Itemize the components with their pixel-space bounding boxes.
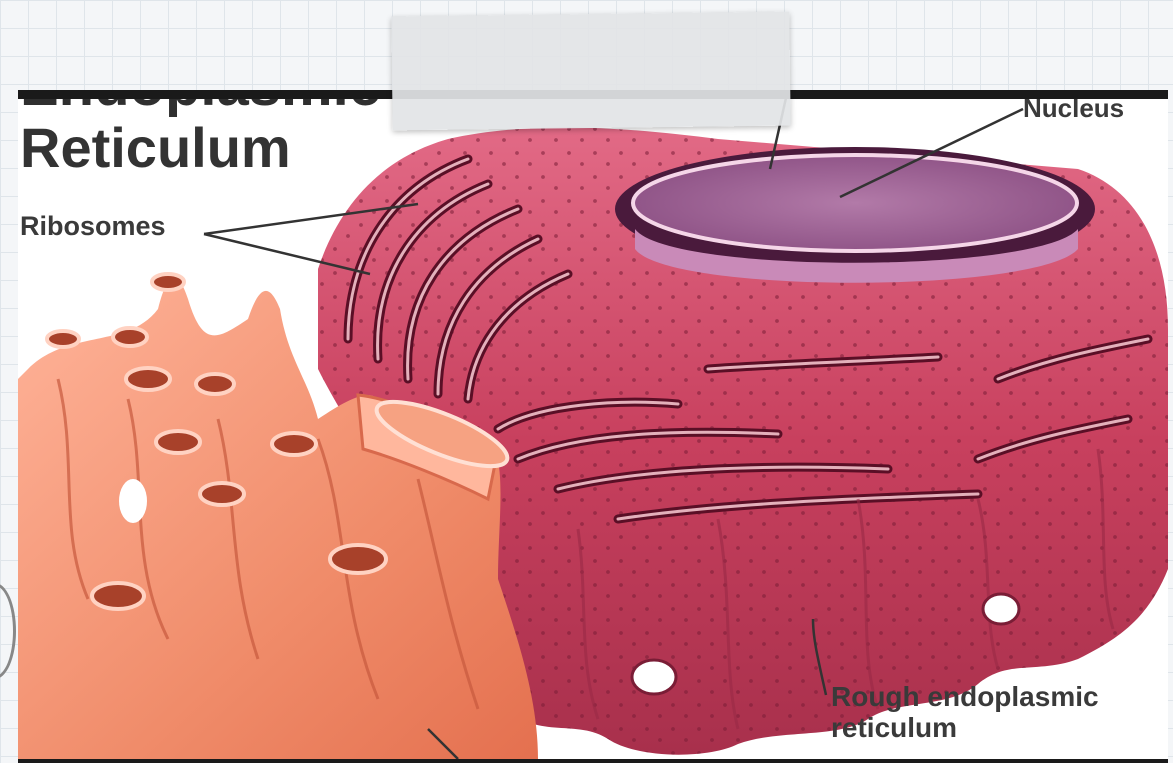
rough-er-label: Rough endoplasmic reticulum [831,681,1099,744]
tape-overlay [391,12,790,131]
edge-bubble [0,583,16,679]
rough-er-label-line-1: Rough endoplasmic [831,681,1099,712]
ribosomes-label: Ribosomes [20,211,166,242]
rough-er-label-line-2: reticulum [831,712,1099,743]
page-title: Reticulum [20,117,291,179]
nucleus [615,147,1095,283]
nucleus-label: Nucleus [1023,93,1124,124]
diagram-slide: Endoplasmic Reticulum [18,90,1168,763]
er-illustration [18,99,1168,759]
